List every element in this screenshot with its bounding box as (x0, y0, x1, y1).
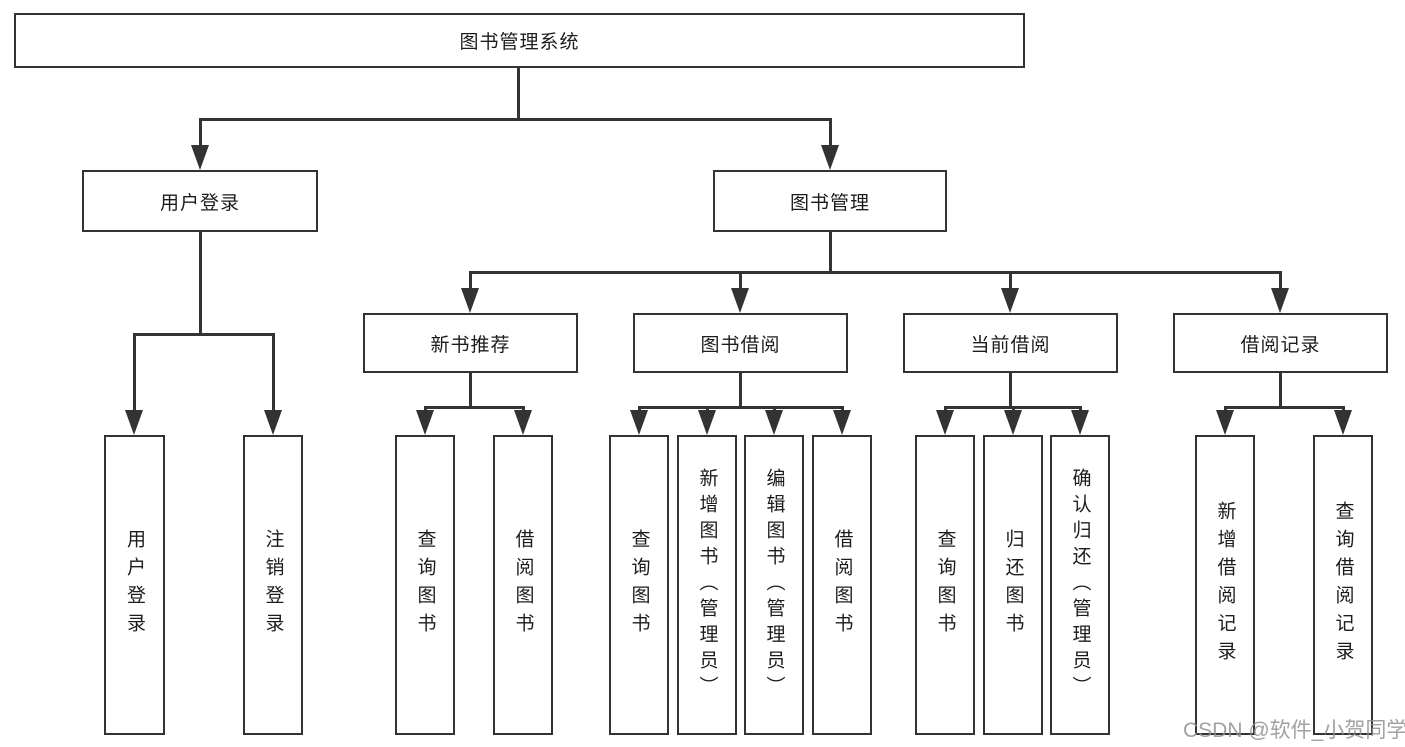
csdn-watermark: CSDN @软件_小贺同学 (1183, 719, 1405, 742)
connector-book-management-stem (828, 232, 832, 273)
node-new-book-recommendation: 新书推荐 (363, 313, 578, 373)
down-arrow-icon (765, 410, 783, 435)
connector-to-leaf-logout (271, 334, 275, 414)
node-root: 图书管理系统 (14, 13, 1025, 68)
leaf-query-books-borrowing: 查询图书 (609, 435, 669, 735)
node-book-borrowing: 图书借阅 (633, 313, 848, 373)
node-borrowing-records: 借阅记录 (1173, 313, 1388, 373)
connector-new-book-branch (423, 405, 525, 409)
down-arrow-icon (1271, 288, 1289, 313)
leaf-user-login: 用户登录 (104, 435, 165, 735)
connector-new-book-stem (468, 373, 472, 408)
down-arrow-icon (514, 410, 532, 435)
leaf-query-borrow-record: 查询借阅记录 (1313, 435, 1373, 735)
down-arrow-icon (1071, 410, 1089, 435)
connector-user-login-stem (198, 232, 202, 335)
connector-borrowing-records-stem (1278, 373, 1282, 408)
connector-book-management-branch (468, 270, 1282, 274)
down-arrow-icon (125, 410, 143, 435)
down-arrow-icon (833, 410, 851, 435)
down-arrow-icon (191, 145, 209, 170)
connector-to-user-login (198, 119, 202, 149)
leaf-return-books: 归还图书 (983, 435, 1043, 735)
leaf-add-books-admin: 新增图书（管理员） (677, 435, 737, 735)
node-user-login: 用户登录 (82, 170, 318, 232)
leaf-borrow-books: 借阅图书 (812, 435, 872, 735)
down-arrow-icon (416, 410, 434, 435)
connector-borrowing-records-branch (1223, 405, 1345, 409)
node-book-management: 图书管理 (713, 170, 947, 232)
connector-to-book-borrowing (738, 272, 742, 292)
connector-to-leaf-login (132, 334, 136, 414)
connector-user-login-branch (132, 332, 275, 336)
connector-root-branch (198, 117, 832, 121)
connector-book-borrowing-branch (637, 405, 844, 409)
connector-root-stem (516, 68, 520, 119)
down-arrow-icon (1004, 410, 1022, 435)
leaf-query-books-recommend: 查询图书 (395, 435, 455, 735)
leaf-add-borrow-record: 新增借阅记录 (1195, 435, 1255, 735)
leaf-logout: 注销登录 (243, 435, 303, 735)
connector-to-current-borrowing (1008, 272, 1012, 292)
leaf-borrow-books-recommend: 借阅图书 (493, 435, 553, 735)
leaf-query-books-current: 查询图书 (915, 435, 975, 735)
down-arrow-icon (936, 410, 954, 435)
leaf-edit-books-admin: 编辑图书（管理员） (744, 435, 804, 735)
connector-to-borrowing-records (1278, 272, 1282, 292)
down-arrow-icon (1001, 288, 1019, 313)
down-arrow-icon (1216, 410, 1234, 435)
down-arrow-icon (461, 288, 479, 313)
down-arrow-icon (698, 410, 716, 435)
connector-to-book-management (828, 119, 832, 149)
down-arrow-icon (264, 410, 282, 435)
down-arrow-icon (1334, 410, 1352, 435)
node-current-borrowing: 当前借阅 (903, 313, 1118, 373)
down-arrow-icon (630, 410, 648, 435)
connector-to-new-book (468, 272, 472, 292)
connector-book-borrowing-stem (738, 373, 742, 408)
down-arrow-icon (731, 288, 749, 313)
down-arrow-icon (821, 145, 839, 170)
leaf-confirm-return-admin: 确认归还（管理员） (1050, 435, 1110, 735)
connector-current-borrowing-stem (1008, 373, 1012, 408)
